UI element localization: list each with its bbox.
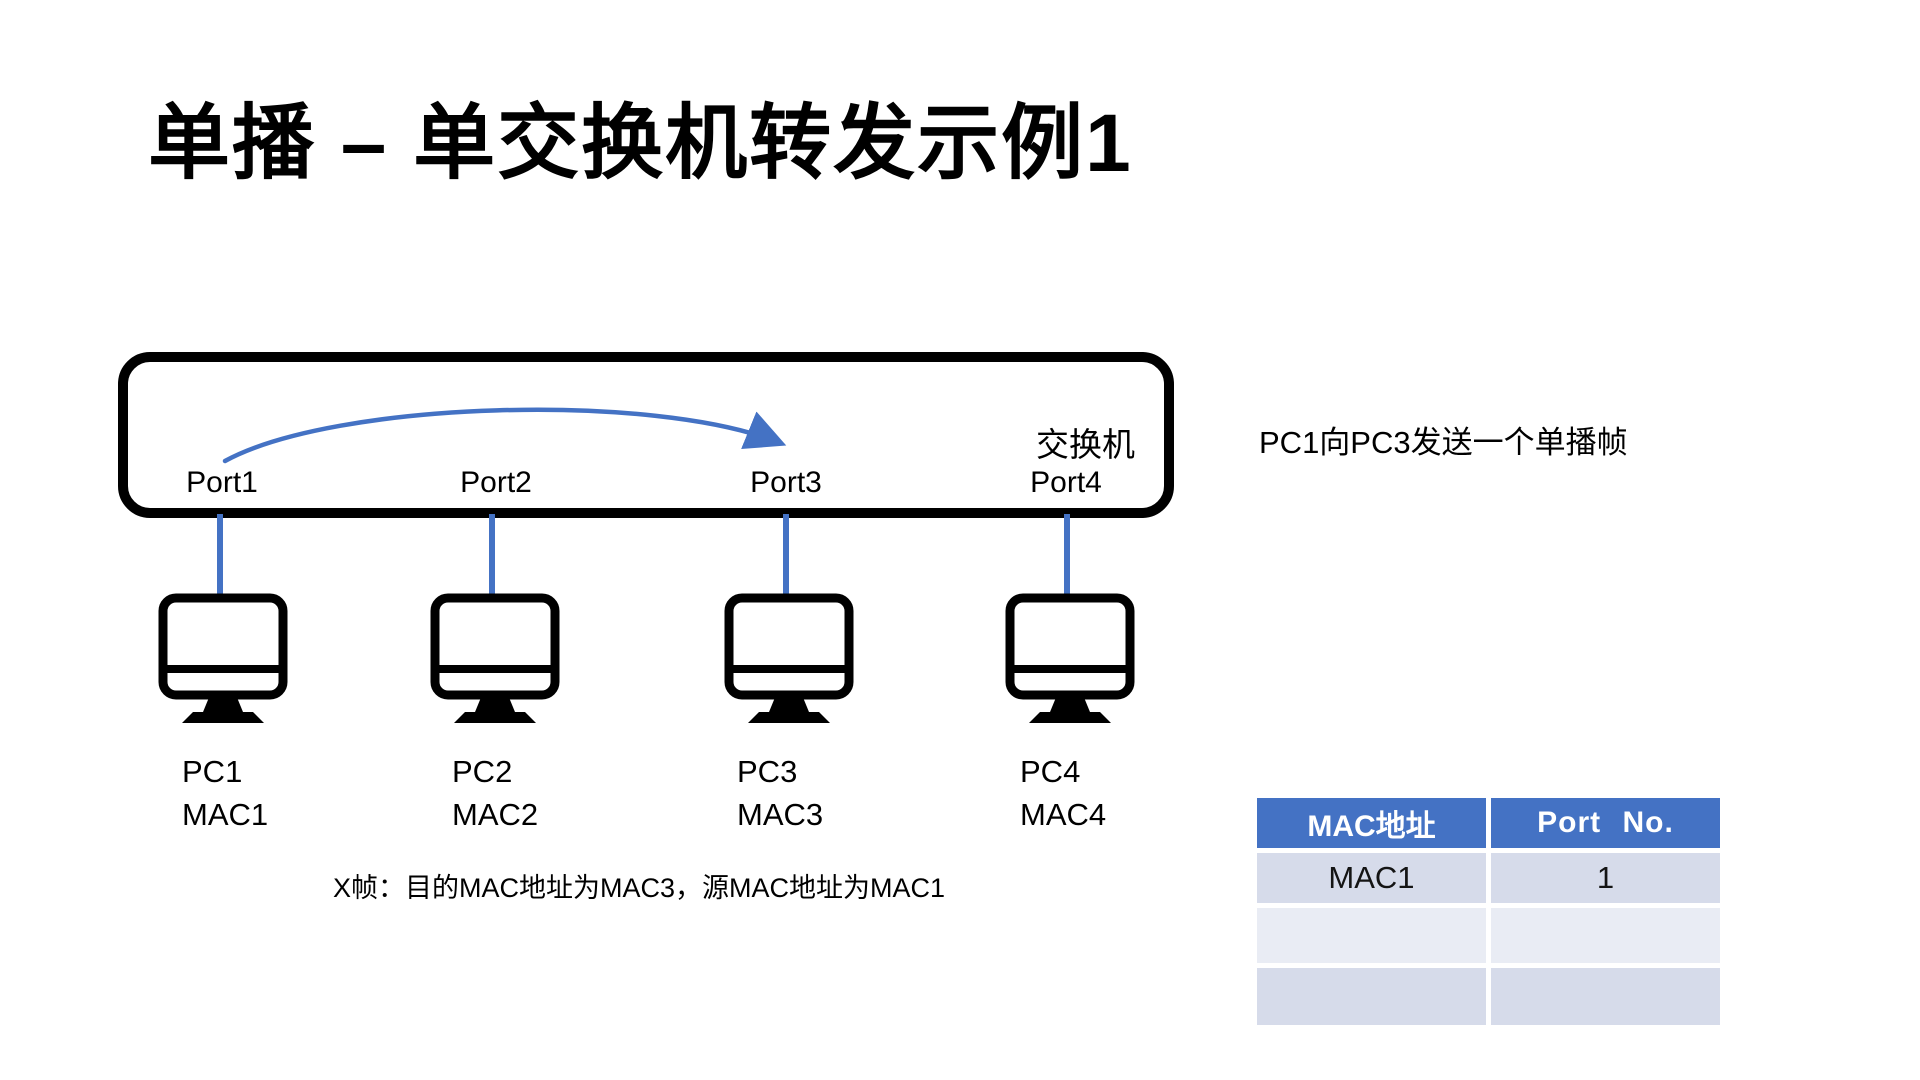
- port3-label: Port3: [750, 466, 822, 499]
- mac-table-row2-port: [1491, 908, 1720, 963]
- mac-table-row2-mac: [1257, 908, 1486, 963]
- port4-label: Port4: [1030, 466, 1102, 499]
- mac-table-header-mac: MAC地址: [1257, 798, 1486, 848]
- mac-address-table: MAC地址 Port No. MAC1 1: [1257, 798, 1720, 1025]
- pc1-caption: PC1 MAC1: [182, 750, 268, 836]
- mac-table-row1-mac: MAC1: [1257, 853, 1486, 903]
- switch-shape: [118, 352, 1174, 518]
- pc3-caption: PC3 MAC3: [737, 750, 823, 836]
- pc2-mac: MAC2: [452, 797, 539, 832]
- pc2-caption: PC2 MAC2: [452, 750, 538, 836]
- pc1-mac: MAC1: [182, 797, 269, 832]
- switch-label: 交换机: [1036, 426, 1135, 463]
- pc4-name: PC4: [1020, 754, 1081, 789]
- pc3-mac: MAC3: [737, 797, 824, 832]
- pc4-caption: PC4 MAC4: [1020, 750, 1106, 836]
- pc3-name: PC3: [737, 754, 798, 789]
- port1-label: Port1: [186, 466, 258, 499]
- mac-table-row1-port: 1: [1491, 853, 1720, 903]
- pc1-name: PC1: [182, 754, 243, 789]
- port2-label: Port2: [460, 466, 532, 499]
- mac-table-row3-port: [1491, 968, 1720, 1025]
- mac-table-header-port: Port No.: [1491, 798, 1720, 848]
- pc4-monitor-icon: [1004, 592, 1136, 728]
- pc3-monitor-icon: [723, 592, 855, 728]
- pc2-name: PC2: [452, 754, 513, 789]
- pc4-mac: MAC4: [1020, 797, 1107, 832]
- pc1-monitor-icon: [157, 592, 289, 728]
- mac-table-row3-mac: [1257, 968, 1486, 1025]
- pc2-monitor-icon: [429, 592, 561, 728]
- frame-description-note: X帧：目的MAC地址为MAC3，源MAC地址为MAC1: [333, 873, 946, 903]
- slide-title: 单播 – 单交换机转发示例1: [148, 98, 1133, 189]
- unicast-note: PC1向PC3发送一个单播帧: [1259, 425, 1628, 460]
